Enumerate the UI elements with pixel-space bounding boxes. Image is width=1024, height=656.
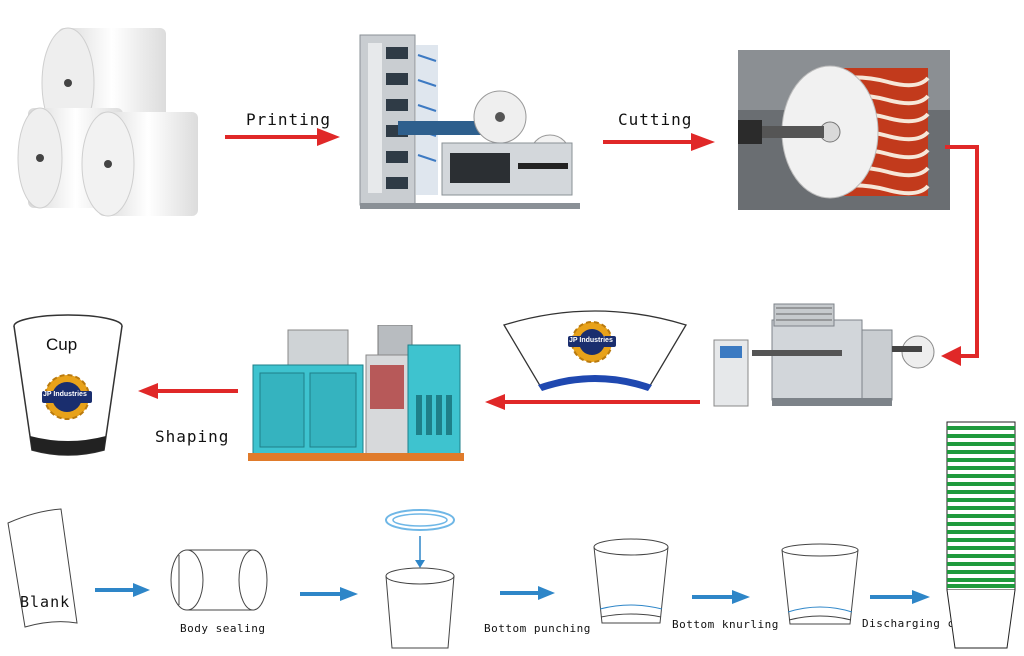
arrow-right-icon <box>225 128 340 146</box>
gear-logo-icon <box>568 321 616 363</box>
arrow-right-icon <box>500 586 555 600</box>
arrow-down-left-icon <box>941 145 979 366</box>
label-blank: Blank <box>20 593 71 611</box>
arrow-right-icon <box>95 583 150 597</box>
arrow-right-icon <box>870 590 930 604</box>
logo-text: JP Industries <box>43 391 87 398</box>
cup-forming-machine-image <box>248 325 464 461</box>
label-body-sealing: Body sealing <box>180 622 266 635</box>
die-cutting-machine-image <box>713 303 935 407</box>
arrow-left-icon <box>138 383 238 399</box>
flexo-printing-machine-image <box>359 34 580 209</box>
label-cutting: Cutting <box>618 110 693 129</box>
paper-rolls-image <box>17 27 198 217</box>
bottom-insert-sketch-image <box>385 509 455 649</box>
logo-text: JP Industries <box>569 337 613 344</box>
label-discharging-cup: Discharging cup <box>862 617 969 630</box>
bottom-punching-sketch-image <box>593 538 669 624</box>
gear-logo-icon <box>42 374 92 420</box>
arrow-right-icon <box>603 133 715 151</box>
arrow-right-icon <box>300 587 358 601</box>
label-printing: Printing <box>246 110 332 129</box>
label-shaping: Shaping <box>155 427 230 446</box>
arrow-right-icon <box>692 590 750 604</box>
stacked-cups-image <box>946 421 1016 649</box>
label-bottom-punching: Bottom punching <box>484 622 591 635</box>
blank-sketch-image <box>7 508 78 628</box>
label-cup: Cup <box>46 335 78 354</box>
bottom-knurling-sketch-image <box>781 543 859 625</box>
arrow-left-icon <box>485 394 700 410</box>
label-bottom-knurling: Bottom knurling <box>672 618 779 631</box>
body-sealing-sketch-image <box>170 549 268 611</box>
printed-paper-roll-image <box>738 50 950 210</box>
